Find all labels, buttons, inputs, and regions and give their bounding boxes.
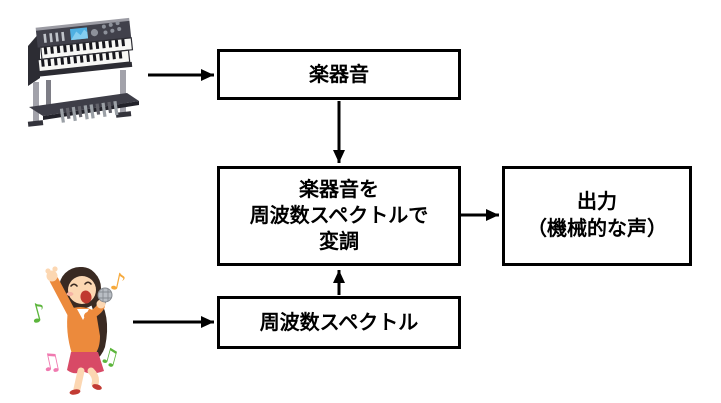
singer-skirt xyxy=(67,352,104,374)
box-modulation-line: 楽器音を xyxy=(299,179,379,201)
singer-cheek xyxy=(66,292,74,296)
box-instrument-sound: 楽器音 xyxy=(217,49,461,100)
singer-eye xyxy=(70,283,78,287)
box-output-line: 出力 xyxy=(577,191,617,213)
singer-eye xyxy=(84,281,92,285)
music-note-icon: ♪ xyxy=(26,297,50,330)
singer-shoe xyxy=(69,389,81,395)
organ-front-edge xyxy=(36,61,133,77)
organ-leg xyxy=(33,82,39,124)
organ-knob xyxy=(90,29,99,37)
microphone-head xyxy=(97,287,113,303)
organ-leg xyxy=(120,70,126,116)
box-modulation: 楽器音を 周波数スペクトルで 変調 xyxy=(217,166,461,266)
organ-pedal-shelf xyxy=(29,93,139,116)
electronic-organ-icon xyxy=(27,17,139,127)
music-note-icon: ♫ xyxy=(37,346,64,378)
singing-woman-icon: ♪ ♪ ♫ ♫ xyxy=(26,266,129,395)
organ-leg xyxy=(46,80,51,112)
box-instrument-sound-label: 楽器音 xyxy=(309,63,369,86)
box-frequency-spectrum: 周波数スペクトル xyxy=(217,296,461,349)
singer-leg xyxy=(87,367,99,388)
box-frequency-spectrum-label: 周波数スペクトル xyxy=(259,311,419,334)
organ-foot xyxy=(115,111,132,118)
box-modulation-line: 変調 xyxy=(319,231,359,253)
box-modulation-line: 周波数スペクトルで xyxy=(249,205,429,227)
box-output: 出力 （機械的な声） xyxy=(502,166,692,266)
singer-collar xyxy=(77,309,89,320)
box-output-line: （機械的な声） xyxy=(527,218,667,240)
singer-bangs xyxy=(66,267,98,288)
singer-mouth xyxy=(80,290,92,304)
music-note-icon: ♪ xyxy=(108,267,129,298)
organ-pedals xyxy=(59,100,119,123)
singer-leg xyxy=(73,367,85,393)
organ-foot xyxy=(27,120,44,127)
singer-raised-arm xyxy=(49,275,77,319)
organ-panel-rim xyxy=(35,17,130,32)
singer-shoe xyxy=(92,384,102,390)
